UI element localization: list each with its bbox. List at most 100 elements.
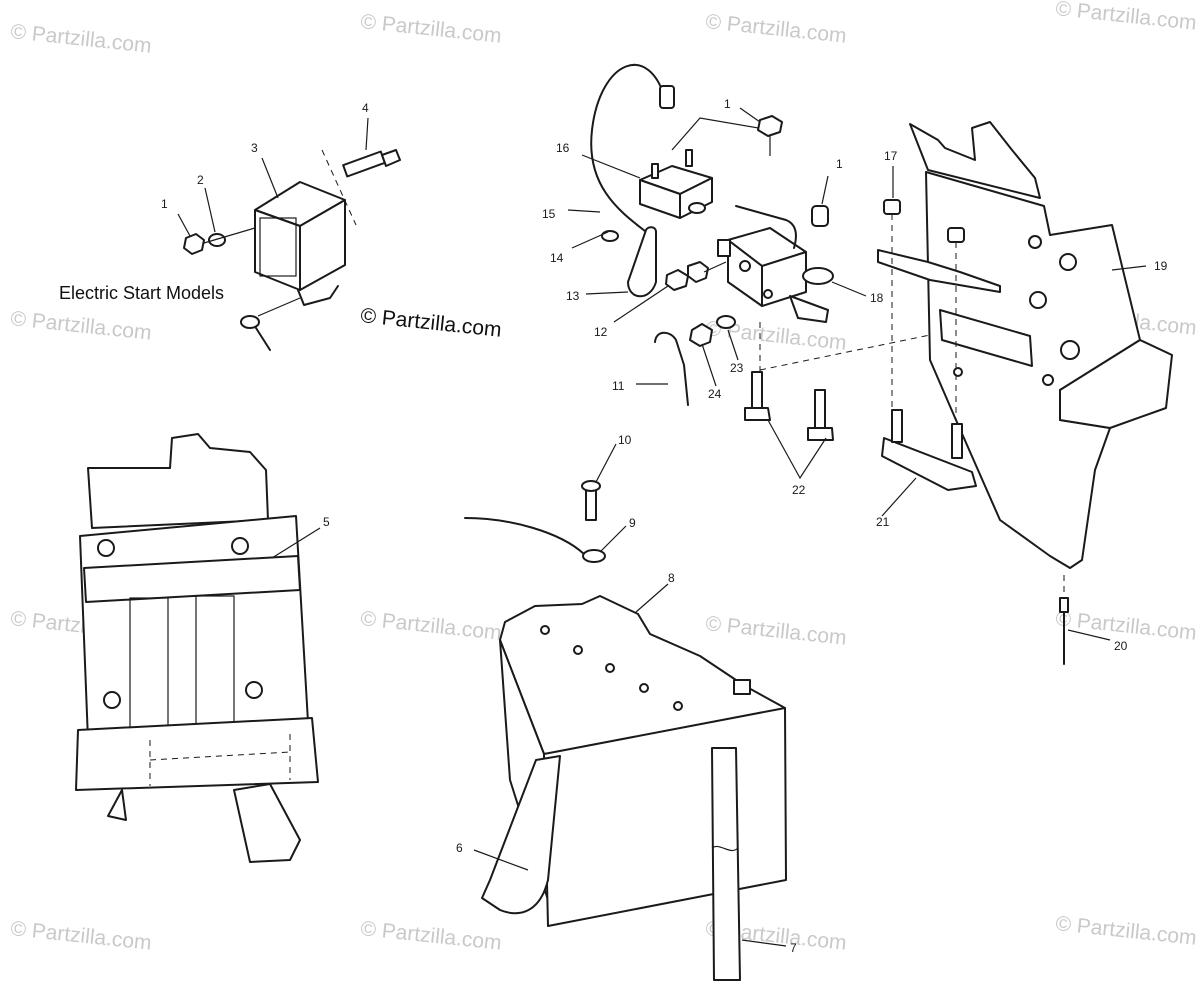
eyelet: [601, 230, 619, 242]
holder-tab: [107, 789, 127, 821]
leader-line: [767, 419, 827, 480]
relay-terminal: [651, 163, 659, 179]
ground-wire: [255, 327, 271, 351]
mount-plate-assembly: [877, 121, 1173, 665]
battery-vent-cap: [673, 701, 683, 711]
battery-cable: [464, 517, 585, 555]
screw-head: [581, 480, 601, 492]
callout-8: 8: [668, 571, 675, 585]
callout-5: 5: [323, 515, 330, 529]
watermark: © Partzilla.com: [1054, 0, 1197, 35]
holder-hidden-line: [149, 751, 291, 761]
callout-23: 23: [730, 361, 744, 375]
plate-tray: [1059, 339, 1173, 429]
callout-1: 1: [161, 197, 168, 211]
washer-part-23: [716, 315, 736, 329]
solenoid-post: [763, 289, 773, 299]
holder-hole: [97, 539, 115, 557]
bracket-stud: [951, 423, 963, 459]
plate-body: [925, 171, 1141, 569]
rivet-head: [1059, 597, 1069, 613]
stud-line: [703, 261, 727, 273]
callout-21: 21: [876, 515, 890, 529]
battery-holder-assembly: [75, 433, 321, 863]
cable-7: [711, 747, 741, 981]
holder-back: [87, 433, 269, 529]
solenoid-bracket: [789, 295, 829, 323]
eyelet: [688, 202, 706, 214]
solenoid-assembly: [567, 63, 931, 480]
holder-foot: [233, 783, 301, 863]
callout-22: 22: [792, 483, 806, 497]
callout-6: 6: [456, 841, 463, 855]
nut-part-12: [665, 269, 689, 291]
callout-10: 10: [618, 433, 632, 447]
wire-terminal: [659, 85, 675, 109]
leader-line: [727, 329, 739, 361]
holder-hole: [103, 691, 121, 709]
bolt-head: [744, 407, 771, 421]
ground-eyelet: [240, 315, 260, 329]
plate-hole: [1028, 235, 1042, 249]
plate-hole: [953, 367, 963, 377]
leader-line: [1111, 265, 1147, 271]
callout-12: 12: [594, 325, 608, 339]
leader-line: [581, 154, 641, 179]
solenoid-lead: [735, 205, 797, 249]
leader-line: [473, 849, 529, 871]
relay-wire-line: [671, 117, 771, 156]
battery-assembly: [464, 443, 787, 981]
bolt-axis-line: [321, 149, 357, 226]
callout-2: 2: [197, 173, 204, 187]
solenoid-bracket-arm: [877, 249, 1001, 293]
leader-line: [365, 117, 369, 151]
leader-line: [1067, 629, 1111, 641]
solenoid-stud: [717, 239, 731, 257]
bolt-part-22: [814, 389, 826, 431]
leader-line: [567, 209, 601, 213]
caption-electric-start: Electric Start Models: [59, 283, 224, 303]
callout-1: 1: [724, 97, 731, 111]
holder-strap-5: [83, 555, 301, 603]
leader-line: [635, 583, 669, 613]
callout-17: 17: [884, 149, 898, 163]
bolt-shank: [342, 150, 386, 178]
leader-line: [595, 443, 617, 483]
holder-hidden-line: [149, 734, 291, 786]
bolt-head: [807, 427, 834, 441]
nut-part-1: [183, 233, 205, 255]
watermark: © Partzilla.com: [704, 10, 847, 48]
leader-line: [571, 231, 609, 249]
nut-part-1: [811, 205, 829, 227]
leader-line: [831, 281, 867, 297]
bolt-part-22: [751, 371, 763, 411]
holder-hole: [245, 681, 263, 699]
terminal-eyelet-9: [582, 549, 606, 563]
watermark: © Partzilla.com: [9, 307, 152, 345]
plate-top-flange: [909, 121, 1041, 199]
battery-vent-cap: [639, 683, 649, 693]
leader-line: [821, 175, 829, 205]
vent-tube-6: [481, 755, 561, 915]
solenoid-post: [739, 260, 751, 272]
callout-1: 1: [836, 157, 843, 171]
leader-line: [261, 157, 279, 199]
bracket-stud: [891, 409, 903, 443]
washer-part-18: [802, 267, 834, 285]
nut-part-24: [689, 323, 713, 347]
wire-harness: [590, 63, 667, 236]
copyright-notice: © Partzilla.com: [359, 304, 502, 342]
battery-vent-cap: [573, 645, 583, 655]
callout-9: 9: [629, 516, 636, 530]
callout-3: 3: [251, 141, 258, 155]
cable-11: [654, 331, 689, 406]
battery-terminal: [733, 679, 751, 695]
battery-vent-cap: [540, 625, 550, 635]
leader-line: [271, 527, 321, 559]
battery-vent-cap: [605, 663, 615, 673]
leader-line: [177, 213, 191, 237]
plate-hole: [1042, 374, 1054, 386]
relay-terminal: [685, 149, 693, 167]
callout-4: 4: [362, 101, 369, 115]
callout-14: 14: [550, 251, 564, 265]
